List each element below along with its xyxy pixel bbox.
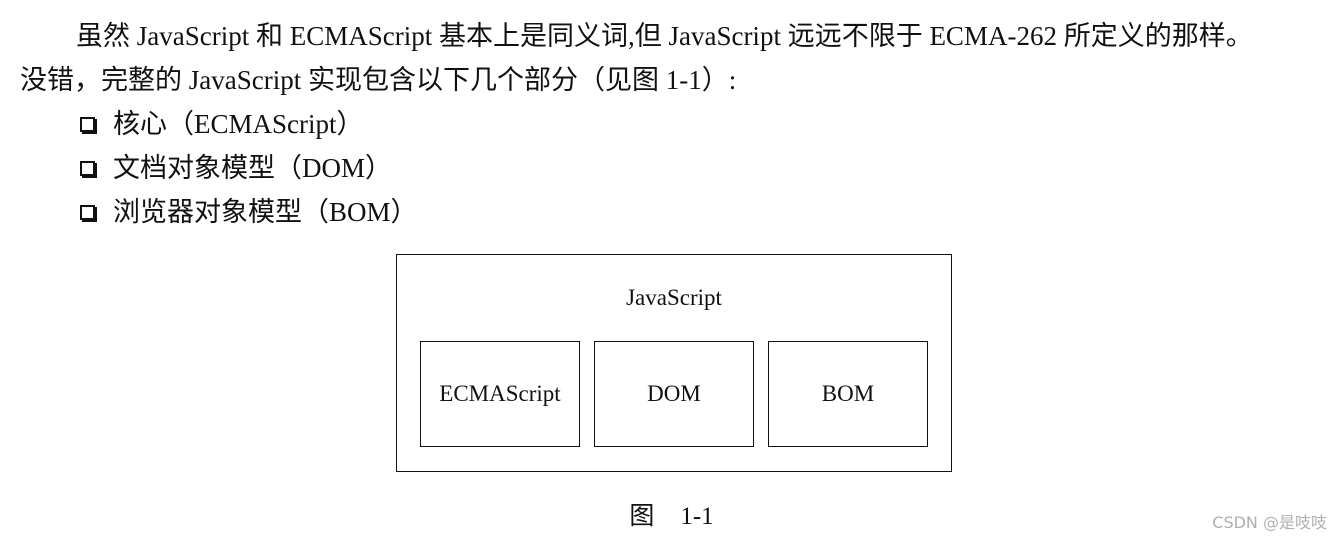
javascript-diagram: JavaScript ECMAScript DOM BOM xyxy=(396,254,952,472)
list-item-label: 文档对象模型（DOM） xyxy=(113,153,393,183)
checkbox-bullet-icon xyxy=(80,160,95,176)
caption-number: 1-1 xyxy=(680,503,714,530)
list-item: 核心（ECMAScript） xyxy=(80,102,418,146)
list-item-label: 核心（ECMAScript） xyxy=(113,109,364,139)
diagram-title: JavaScript xyxy=(626,285,722,310)
caption-label: 图 xyxy=(629,503,655,530)
module-box-bom: BOM xyxy=(768,341,928,447)
module-box-ecmascript: ECMAScript xyxy=(420,341,580,447)
paragraph-line-1: 虽然 JavaScript 和 ECMAScript 基本上是同义词,但 Jav… xyxy=(76,21,1253,51)
watermark: CSDN @是吱吱 xyxy=(1212,513,1327,532)
list-item-label: 浏览器对象模型（BOM） xyxy=(113,197,418,227)
figure-caption: 图 1-1 xyxy=(0,496,1343,532)
component-list: 核心（ECMAScript） 文档对象模型（DOM） 浏览器对象模型（BOM） xyxy=(80,102,418,234)
checkbox-bullet-icon xyxy=(80,204,95,220)
list-item: 浏览器对象模型（BOM） xyxy=(80,190,418,234)
intro-paragraph: 虽然 JavaScript 和 ECMAScript 基本上是同义词,但 Jav… xyxy=(20,14,1340,102)
list-item: 文档对象模型（DOM） xyxy=(80,146,418,190)
checkbox-bullet-icon xyxy=(80,116,95,132)
paragraph-line-2: 没错，完整的 JavaScript 实现包含以下几个部分（见图 1-1）: xyxy=(20,65,737,95)
module-box-dom: DOM xyxy=(594,341,754,447)
